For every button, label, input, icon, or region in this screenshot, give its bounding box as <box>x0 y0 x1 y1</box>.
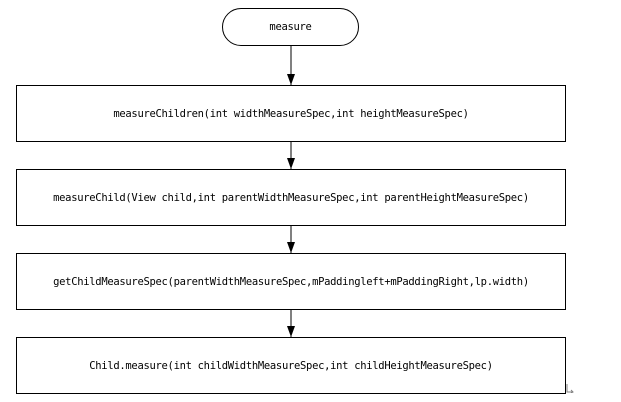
start-node-measure: measure <box>222 8 359 46</box>
step-label: Child.measure(int childWidthMeasureSpec,… <box>89 359 493 372</box>
step-measure-children: measureChildren(int widthMeasureSpec,int… <box>16 85 566 142</box>
start-node-label: measure <box>269 21 312 33</box>
step-child-measure: Child.measure(int childWidthMeasureSpec,… <box>16 337 566 394</box>
paragraph-mark-icon <box>566 384 574 393</box>
step-measure-child: measureChild(View child,int parentWidthM… <box>16 169 566 226</box>
step-get-child-measure-spec: getChildMeasureSpec(parentWidthMeasureSp… <box>16 253 566 310</box>
arrowhead-1 <box>287 74 295 85</box>
arrowhead-3 <box>287 242 295 253</box>
arrowhead-4 <box>287 326 295 337</box>
step-label: getChildMeasureSpec(parentWidthMeasureSp… <box>53 275 529 288</box>
step-label: measureChildren(int widthMeasureSpec,int… <box>113 107 469 120</box>
arrowhead-2 <box>287 158 295 169</box>
step-label: measureChild(View child,int parentWidthM… <box>53 191 529 204</box>
